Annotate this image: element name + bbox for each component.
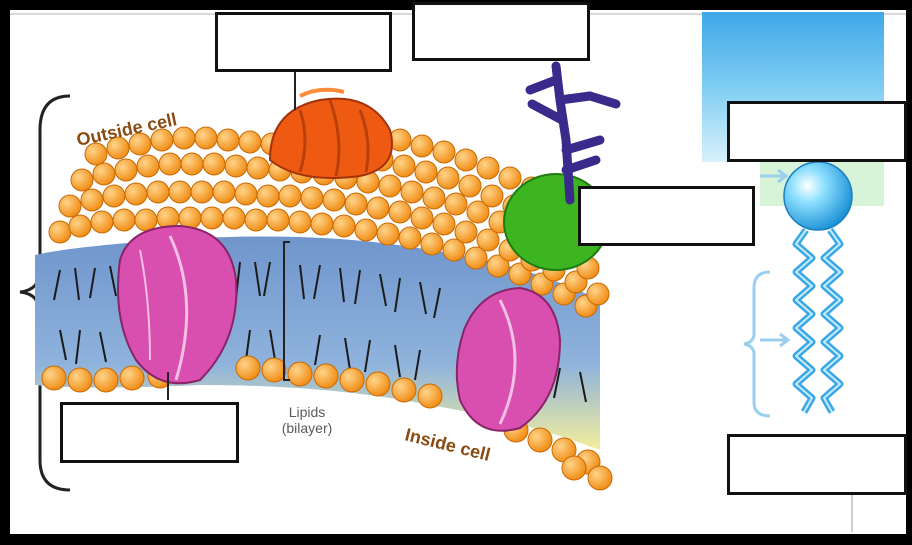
blank-label-box-bottom-left[interactable] — [60, 402, 239, 463]
blank-label-box-top-left[interactable] — [215, 12, 392, 72]
blank-label-box-right-mid[interactable] — [578, 186, 755, 246]
lipids-bilayer-label: Lipids (bilayer) — [262, 404, 352, 436]
phospholipid-head — [784, 162, 852, 230]
blank-label-box-right-top[interactable] — [727, 101, 907, 162]
blank-label-box-bottom-right[interactable] — [727, 434, 907, 495]
blank-label-box-top-center[interactable] — [412, 2, 590, 61]
